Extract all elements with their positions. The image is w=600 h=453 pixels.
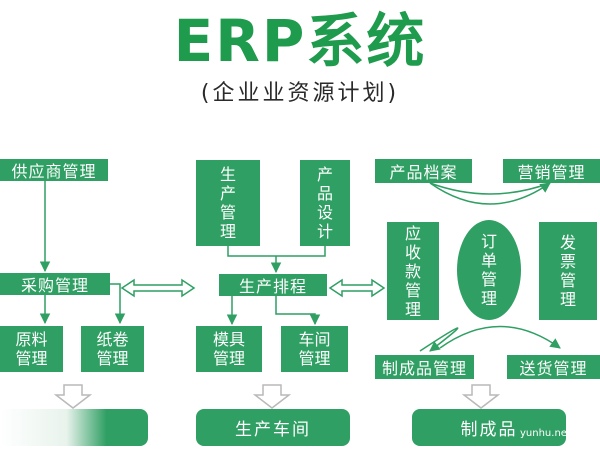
node-invoice-mgmt: 发票管理: [539, 222, 597, 320]
curve-to-delivery: [439, 325, 561, 349]
node-order-mgmt: 订单管理: [457, 220, 521, 320]
node-paper-roll: 纸卷管理: [81, 326, 144, 372]
node-order-mgmt-label: 订单管理: [480, 232, 497, 308]
diagram-subtitle: (企业业资源计划): [200, 81, 400, 106]
connector-schedule-to-workshop: [275, 296, 321, 326]
node-mold-mgmt: 模具管理: [196, 326, 262, 372]
diagram-title: ERP系统: [173, 7, 427, 75]
double-arrow-right: [328, 278, 386, 298]
down-arrow-middle: [252, 384, 292, 409]
node-product-archive: 产品档案: [375, 159, 472, 183]
node-left-bottom: [0, 409, 148, 446]
connector-purchase-to-paper: [110, 283, 126, 325]
curve-archive-to-marketing: [429, 182, 551, 205]
down-arrow-right: [461, 384, 501, 409]
node-product-design-label: 产品设计: [316, 165, 333, 241]
connector-production-design: [227, 246, 326, 257]
node-receivables-mgmt: 应收款管理: [387, 222, 439, 320]
node-marketing-mgmt: 营销管理: [503, 159, 600, 183]
node-supplier-mgmt: 供应商管理: [0, 159, 108, 181]
node-production: 生产管理: [196, 160, 260, 246]
node-workshop: 生产车间: [196, 409, 350, 446]
node-workshop-mgmt-label: 车间管理: [298, 330, 331, 368]
node-production-label: 生产管理: [219, 165, 236, 241]
node-raw-material: 原料管理: [0, 326, 63, 372]
node-paper-roll-label: 纸卷管理: [96, 330, 129, 368]
curve-archive-top: [429, 182, 551, 195]
watermark-text: yunhu.net: [520, 428, 571, 439]
node-receivables-mgmt-label: 应收款管理: [404, 223, 421, 319]
node-finished-goods: 制成品: [412, 409, 566, 446]
node-delivery-mgmt: 送货管理: [507, 355, 600, 379]
node-production-schedule: 生产排程: [219, 274, 327, 296]
double-arrow-left: [120, 278, 196, 298]
node-mold-mgmt-label: 模具管理: [212, 330, 245, 368]
node-workshop-mgmt: 车间管理: [281, 326, 348, 372]
curve-to-finished: [419, 327, 459, 352]
node-invoice-mgmt-label: 发票管理: [559, 233, 576, 309]
down-arrow-left: [53, 384, 93, 409]
node-product-design: 产品设计: [300, 160, 350, 246]
node-finished-goods-mgmt: 制成品管理: [375, 355, 474, 379]
node-purchase-mgmt: 采购管理: [0, 273, 110, 295]
node-raw-material-label: 原料管理: [15, 330, 48, 368]
